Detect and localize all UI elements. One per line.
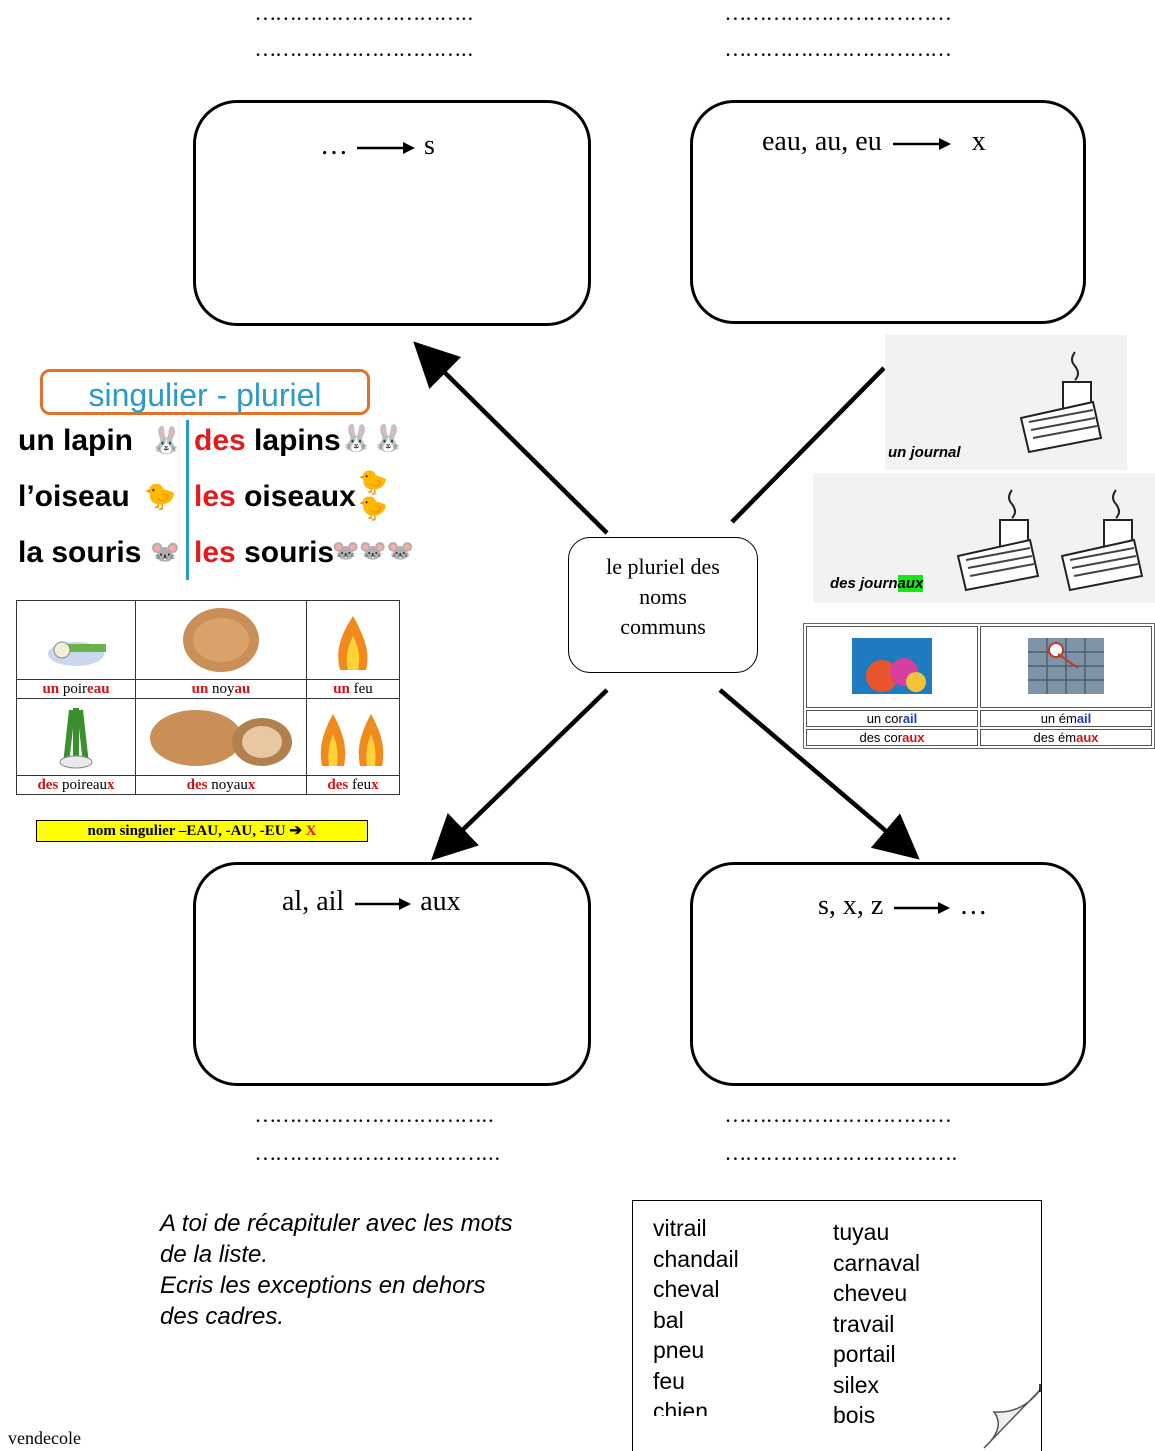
rule-box-aux[interactable]	[193, 862, 591, 1086]
right-arrow-icon	[357, 141, 415, 154]
right-arrow-icon	[892, 137, 951, 150]
des-journaux-label: des journaux	[830, 575, 924, 592]
arrow-bottom-right	[718, 688, 920, 860]
list-item: portail	[833, 1341, 896, 1367]
rabbit-icon: 🐰	[150, 426, 183, 455]
list-item: carnaval	[833, 1249, 920, 1276]
rule-box-s[interactable]	[193, 100, 591, 326]
rule-invariable: s, x, z …	[818, 890, 988, 921]
answer-line: ……………………………..	[256, 1102, 496, 1127]
rule-aux: al, ail aux	[282, 886, 461, 917]
answer-line: ……………………………	[726, 0, 953, 25]
fires-icon	[320, 714, 384, 766]
cell-des-poireaux: des poireaux	[16, 775, 136, 795]
list-item: chandail	[653, 1245, 739, 1272]
list-item: silex	[833, 1371, 880, 1398]
mouse-icon: 🐭	[150, 540, 180, 566]
fire-icon	[338, 616, 368, 670]
list-item: cheval	[653, 1276, 720, 1302]
rule-box-x[interactable]	[690, 100, 1086, 324]
birds-icon: 🐤🐤	[358, 470, 388, 522]
arrow-bottom-left	[431, 688, 609, 861]
list-item: bal	[653, 1306, 684, 1333]
answer-line: ……………………………	[726, 1102, 953, 1127]
divider	[186, 420, 189, 580]
instructions: A toi de récapituler avec les mots de la…	[160, 1210, 513, 1330]
answer-line: ……………………………	[726, 36, 953, 61]
cell-un-poireau: un poireau	[16, 679, 136, 699]
newspaper-coffee-icon	[1019, 351, 1103, 454]
apricot-stones-icon	[150, 710, 292, 766]
right-arrow-icon	[894, 901, 951, 914]
cell-un-feu: un feu	[306, 679, 400, 699]
corail-email-table: un corail un émail des coraux des émaux	[803, 623, 1155, 749]
list-item: chien	[653, 1398, 708, 1416]
leek-icon	[48, 641, 106, 666]
list-item: travail	[833, 1310, 895, 1337]
cell-un-email: un émail	[980, 710, 1152, 727]
word-list-card: vitrail chandail cheval bal pneu feu chi…	[632, 1200, 1042, 1451]
list-item: pneu	[653, 1337, 705, 1363]
list-item: vitrail	[653, 1215, 707, 1241]
cell-des-coraux: des coraux	[806, 729, 978, 746]
answer-line: …………………………..	[256, 0, 475, 25]
bird-icon: 🐤	[144, 482, 177, 511]
list-item: tuyau	[833, 1219, 890, 1245]
plur-row-oiseau: les oiseaux	[194, 480, 356, 513]
newspaper-coffee-icon	[1060, 489, 1144, 592]
cell-un-noyau: un noyau	[135, 679, 307, 699]
mice-icon: 🐭🐭🐭	[332, 538, 415, 563]
answer-line: ……………………………...	[256, 1140, 502, 1165]
center-topic: le pluriel des noms communs	[568, 537, 758, 673]
page-curl-icon	[983, 1384, 1041, 1449]
sing-row-oiseau: l’oiseau	[18, 480, 130, 513]
plur-row-souris: les souris	[194, 536, 335, 569]
arrow-top-left	[413, 341, 609, 535]
cell-un-corail: un corail	[806, 710, 978, 727]
list-item: feu	[653, 1367, 685, 1394]
poireau-noyau-feu-table: un poireau un noyau un feu des poireaux …	[16, 600, 400, 795]
plur-row-lapin: des lapins	[194, 424, 341, 457]
cell-des-emaux: des émaux	[980, 729, 1152, 746]
coral-image	[852, 637, 932, 694]
singulier-pluriel-title: singulier - pluriel	[40, 369, 370, 415]
list-item: bois	[833, 1402, 876, 1428]
answer-line: …………………………….	[726, 1140, 959, 1165]
rule-box-invariable[interactable]	[690, 862, 1086, 1086]
cell-des-feux: des feux	[306, 775, 400, 795]
line-top-right	[730, 366, 886, 524]
sing-row-souris: la souris	[18, 536, 142, 569]
right-arrow-icon	[355, 897, 412, 910]
sing-row-lapin: un lapin	[18, 424, 133, 457]
answer-line: …………………………..	[256, 36, 475, 61]
eau-au-eu-rule-tag: nom singulier –EAU, -AU, -EU ➔ X	[36, 820, 368, 842]
footer-credit: vendecole	[8, 1428, 81, 1448]
word-list-col1: vitrail chandail cheval bal pneu feu chi…	[653, 1213, 739, 1416]
list-item: cheveu	[833, 1280, 908, 1306]
enamel-tiles-image	[1028, 637, 1104, 694]
rabbits-icon: 🐰🐰	[340, 424, 405, 453]
newspaper-coffee-icon	[956, 489, 1040, 592]
rule-s: … s	[320, 130, 435, 161]
cell-des-noyaux: des noyaux	[135, 775, 307, 795]
word-list-col2: tuyau carnaval cheveu travail portail si…	[833, 1217, 920, 1431]
rule-x: eau, au, eu x	[762, 126, 986, 157]
un-journal-label: un journal	[888, 444, 961, 461]
apricot-stone-icon	[183, 608, 259, 672]
leeks-icon	[59, 708, 93, 769]
